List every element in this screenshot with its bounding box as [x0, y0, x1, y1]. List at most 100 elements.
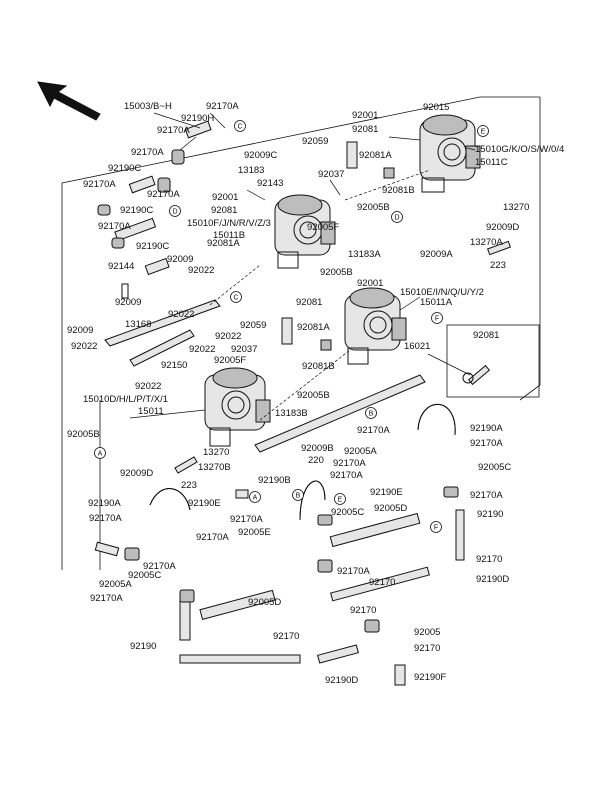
part-label: 92009B: [301, 443, 334, 454]
part-label: 92081: [473, 330, 499, 341]
part-label: 92022: [215, 331, 241, 342]
part-label: 92170A: [337, 566, 370, 577]
part-label: 92005D: [374, 503, 407, 514]
part-label: 92001: [352, 110, 378, 121]
part-label: 92143: [257, 178, 283, 189]
part-label: 13270A: [470, 237, 503, 248]
part-label: 92170A: [470, 490, 503, 501]
front-direction-arrow-icon: [37, 81, 101, 121]
part-label: 92081B: [302, 361, 335, 372]
part-label: 15010G/K/O/S/W/0/4: [475, 144, 564, 155]
small-parts: [97, 120, 512, 499]
part-label: 92150: [161, 360, 187, 371]
part-label: 92009D: [120, 468, 153, 479]
callout-marker: F: [431, 312, 443, 324]
part-label: 92005B: [357, 202, 390, 213]
part-label: 92170A: [470, 438, 503, 449]
leader-lines: [129, 112, 476, 421]
part-label: 92022: [135, 381, 161, 392]
callout-circle: [292, 489, 304, 501]
part-label: 92022: [168, 309, 194, 320]
callout-marker: F: [430, 521, 442, 533]
callout-letter: B: [369, 411, 374, 418]
part-label: 92170: [350, 605, 376, 616]
callout-marker: A: [249, 491, 261, 503]
choke-linkage-rail: [104, 299, 426, 453]
part-label: 92190: [130, 641, 156, 652]
callout-marker: B: [292, 489, 304, 501]
callout-marker: C: [234, 120, 246, 132]
part-label: 92170A: [157, 125, 190, 136]
part-label: 15010D/H/L/P/T/X/1: [83, 394, 168, 405]
callout-letter: C: [237, 124, 242, 131]
part-label: 92022: [71, 341, 97, 352]
part-label: 92170A: [196, 532, 229, 543]
callout-marker: A: [94, 447, 106, 459]
callout-circle: [365, 407, 377, 419]
carburetor-body-2: [274, 194, 336, 269]
part-label: 92009: [67, 325, 93, 336]
part-label: 92001: [357, 278, 383, 289]
part-label: 92009C: [244, 150, 277, 161]
part-label: 92005C: [128, 570, 161, 581]
part-label: 92170A: [357, 425, 390, 436]
part-label: 92190F: [414, 672, 446, 683]
callout-circle: [391, 211, 403, 223]
part-label: 92081: [296, 297, 322, 308]
part-label: 92059: [240, 320, 266, 331]
part-label: 92190E: [188, 498, 221, 509]
callout-circle: [431, 312, 443, 324]
callout-circle: [230, 291, 242, 303]
part-label: 92005B: [67, 429, 100, 440]
diagram-frame: [61, 96, 541, 570]
part-label: 92037: [318, 169, 344, 180]
part-label: 13270: [503, 202, 529, 213]
part-label: 92005E: [238, 527, 271, 538]
part-label: 92015: [423, 102, 449, 113]
part-label: 92081: [211, 205, 237, 216]
part-label: 92170A: [143, 561, 176, 572]
callout-marker: C: [230, 291, 242, 303]
callout-circle: [249, 491, 261, 503]
part-label: 92022: [189, 344, 215, 355]
carburetor-body-1: [204, 367, 271, 447]
callout-letter: C: [233, 295, 238, 302]
part-label: 92059: [302, 136, 328, 147]
callout-marker: E: [334, 493, 346, 505]
part-label: 15010E/I/N/Q/U/Y/2: [400, 287, 484, 298]
part-label: 92170A: [206, 101, 239, 112]
part-label: 92190C: [108, 163, 141, 174]
fuel-vent-hoses: [94, 403, 465, 686]
part-label: 92190C: [120, 205, 153, 216]
part-label: 13168: [125, 319, 151, 330]
part-label: 92190A: [470, 423, 503, 434]
part-label: 92005F: [307, 222, 339, 233]
callout-marker: B: [365, 407, 377, 419]
part-label: 92081B: [382, 185, 415, 196]
part-label: 92081A: [359, 150, 392, 161]
part-label: 223: [181, 480, 197, 491]
part-label: 92190: [477, 509, 503, 520]
part-label: 92022: [188, 265, 214, 276]
part-label: 92144: [108, 261, 134, 272]
callout-letter: D: [172, 209, 177, 216]
part-label: 13183A: [348, 249, 381, 260]
part-label: 223: [490, 260, 506, 271]
part-label: 15011A: [420, 297, 453, 308]
callout-letter: E: [481, 129, 486, 136]
inset-box: [446, 324, 540, 398]
part-label: 92005A: [344, 446, 377, 457]
part-label: 13183B: [275, 408, 308, 419]
part-label: 92170: [273, 631, 299, 642]
part-label: 92170A: [90, 593, 123, 604]
part-label: 92190A: [88, 498, 121, 509]
part-label: 92170A: [147, 189, 180, 200]
callout-marker: D: [391, 211, 403, 223]
part-label: 92009: [115, 297, 141, 308]
part-label: 92009D: [486, 222, 519, 233]
part-label: 92005D: [248, 597, 281, 608]
part-label: 92005B: [320, 267, 353, 278]
carburetor-body-4: [419, 114, 481, 193]
callout-letter: B: [296, 493, 301, 500]
